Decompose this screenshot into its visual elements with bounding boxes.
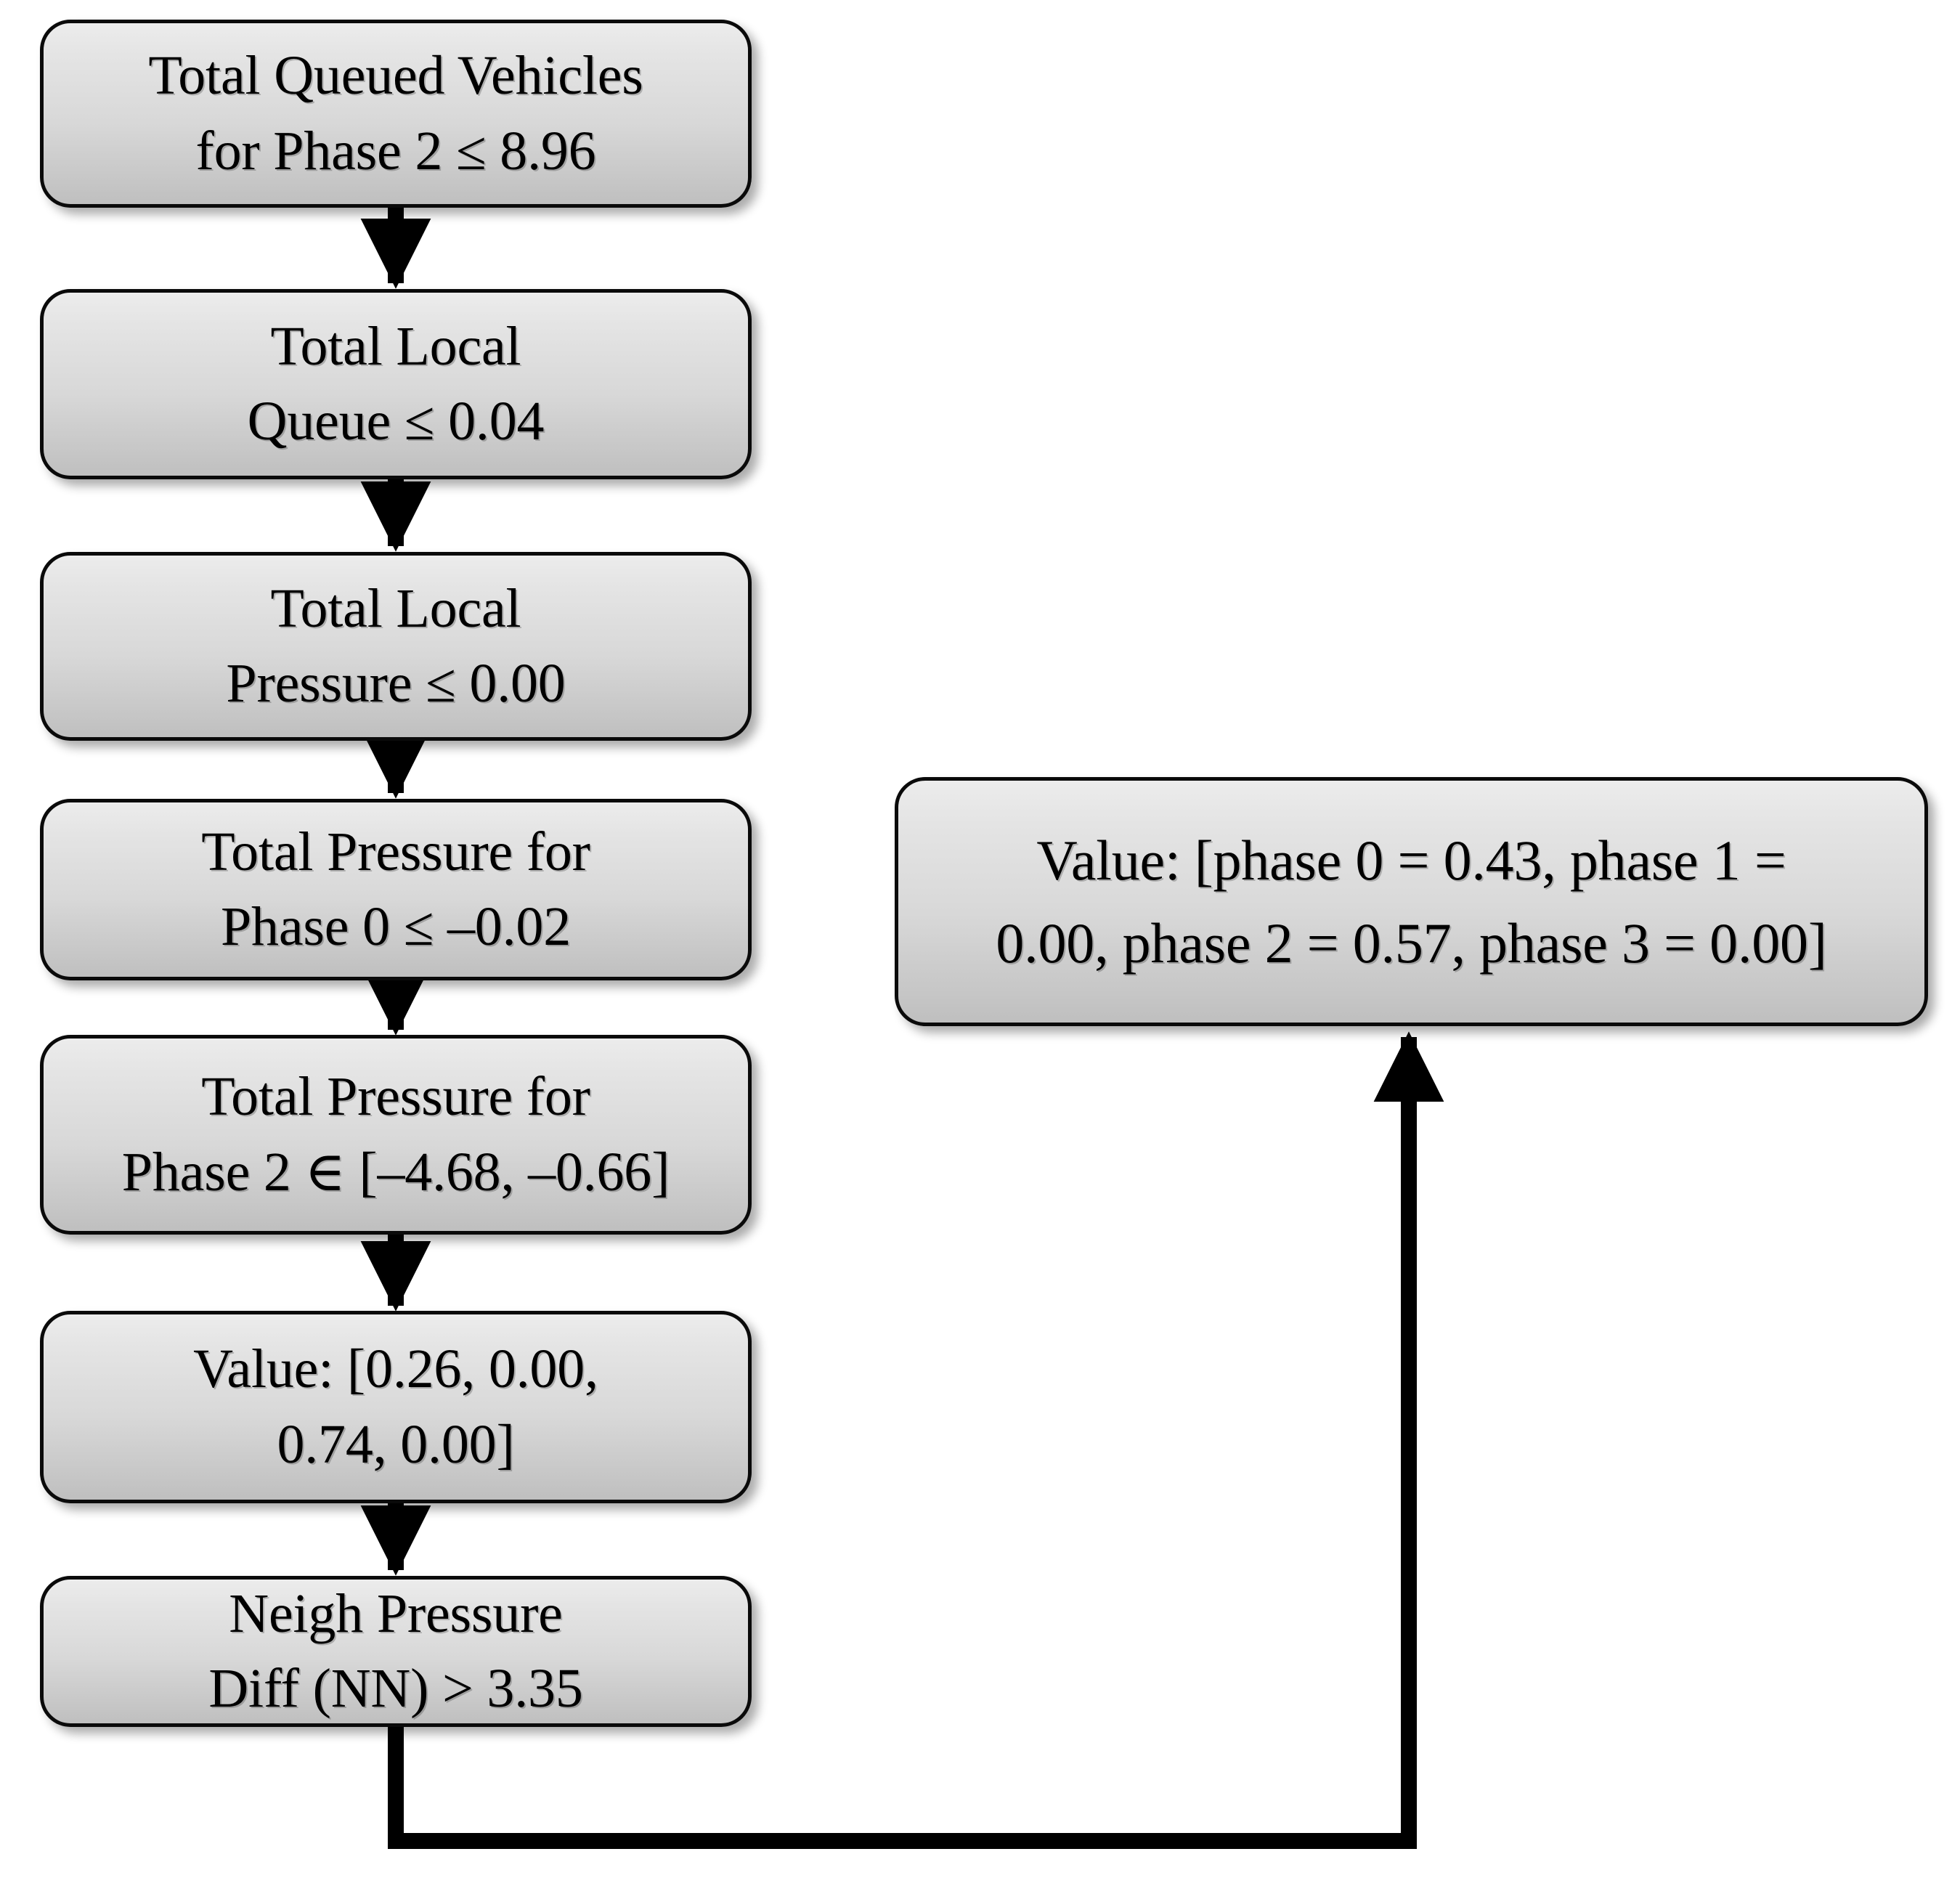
node-total-local-queue[interactable]: Total Local Queue ≤ 0.04 [40, 289, 752, 479]
node-value-left[interactable]: Value: [0.26, 0.00, 0.74, 0.00] [40, 1311, 752, 1503]
node-label: Neigh Pressure Diff (NN) > 3.35 [208, 1582, 583, 1719]
node-label: Value: [0.26, 0.00, 0.74, 0.00] [193, 1338, 598, 1475]
node-total-queued-vehicles-phase-2[interactable]: Total Queued Vehicles for Phase 2 ≤ 8.96 [40, 20, 752, 208]
node-label: Value: [phase 0 = 0.43, phase 1 = 0.00, … [996, 828, 1827, 975]
node-total-local-pressure[interactable]: Total Local Pressure ≤ 0.00 [40, 552, 752, 741]
node-label: Total Pressure for Phase 2 ∈ [–4.68, –0.… [121, 1066, 670, 1203]
node-label: Total Local Queue ≤ 0.04 [247, 315, 545, 452]
node-neigh-pressure-diff-nn[interactable]: Neigh Pressure Diff (NN) > 3.35 [40, 1576, 752, 1727]
node-label: Total Local Pressure ≤ 0.00 [226, 577, 566, 714]
node-total-pressure-phase-0[interactable]: Total Pressure for Phase 0 ≤ –0.02 [40, 799, 752, 980]
node-value-right[interactable]: Value: [phase 0 = 0.43, phase 1 = 0.00, … [895, 777, 1928, 1026]
node-total-pressure-phase-2[interactable]: Total Pressure for Phase 2 ∈ [–4.68, –0.… [40, 1035, 752, 1235]
node-label: Total Queued Vehicles for Phase 2 ≤ 8.96 [148, 45, 643, 182]
node-label: Total Pressure for Phase 0 ≤ –0.02 [201, 821, 590, 957]
